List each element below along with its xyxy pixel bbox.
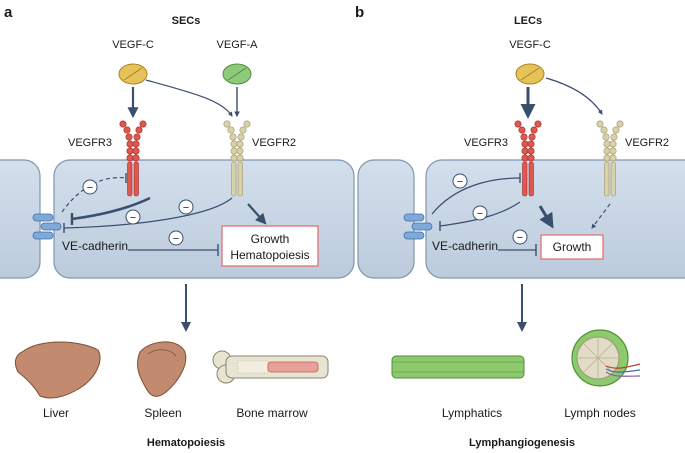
panel-b-letter: b bbox=[355, 4, 364, 21]
outcome-growth-a: Growth bbox=[251, 232, 290, 246]
ve-cadherin-junction-a bbox=[32, 213, 62, 240]
vegf-c-label-b: VEGF-C bbox=[509, 39, 551, 51]
vegfc-vegfr2-arrow-a bbox=[145, 79, 233, 117]
svg-text:−: − bbox=[477, 208, 483, 220]
vegfr2-growth-arrow-b bbox=[591, 203, 611, 229]
inhibition-badge: − bbox=[452, 173, 468, 189]
vegf-c-label-a: VEGF-C bbox=[112, 39, 154, 51]
vegfr2-receptor-b bbox=[596, 120, 624, 197]
inhibition-badge: − bbox=[125, 209, 141, 225]
inhibition-badge: − bbox=[178, 199, 194, 215]
svg-text:−: − bbox=[457, 176, 463, 188]
svg-text:−: − bbox=[130, 212, 136, 224]
lymphatics-label: Lymphatics bbox=[442, 406, 502, 420]
ve-cadherin-junction-b bbox=[403, 213, 433, 240]
panel-b: b LECs VEGF-C VEGFR3 bbox=[355, 4, 685, 449]
outcome-box-b bbox=[540, 234, 604, 260]
panel-a-footer: Hematopoiesis bbox=[147, 437, 225, 449]
vegfr2-growth-arrow-a bbox=[247, 203, 267, 225]
ve-cadherin-label-a: VE-cadherin bbox=[62, 239, 128, 253]
svg-text:−: − bbox=[517, 232, 523, 244]
lymph-node-icon bbox=[571, 329, 641, 387]
inhibition-lines-a bbox=[61, 173, 233, 256]
spleen-icon bbox=[137, 341, 187, 397]
vegf-a-ligand bbox=[222, 63, 252, 85]
vegfr3-receptor-b bbox=[514, 120, 542, 197]
svg-text:−: − bbox=[173, 233, 179, 245]
inhibition-badge: − bbox=[472, 205, 488, 221]
outcome-hematopoiesis-a: Hematopoiesis bbox=[230, 248, 309, 262]
panel-a-letter: a bbox=[4, 4, 13, 21]
vegf-c-ligand-a bbox=[118, 63, 148, 85]
inhibition-badge: − bbox=[512, 229, 528, 245]
svg-text:−: − bbox=[183, 202, 189, 214]
spleen-label: Spleen bbox=[144, 406, 181, 420]
inhibition-badges-a: − − − − bbox=[82, 179, 194, 246]
bone-marrow-label: Bone marrow bbox=[236, 406, 308, 420]
inhibition-badge: − bbox=[168, 230, 184, 246]
vegfr2-label-b: VEGFR2 bbox=[625, 137, 669, 149]
liver-label: Liver bbox=[43, 406, 69, 420]
inhibition-badges-b: − − − bbox=[452, 173, 528, 245]
panel-b-footer: Lymphangiogenesis bbox=[469, 437, 575, 449]
panel-a: a SECs VEGF-C VEGF-A bbox=[0, 4, 355, 449]
vegfr3-label-a: VEGFR3 bbox=[68, 137, 112, 149]
lymphatic-vessel-icon bbox=[391, 355, 525, 379]
lymph-nodes-label: Lymph nodes bbox=[564, 406, 636, 420]
vegfr2-label-a: VEGFR2 bbox=[252, 137, 296, 149]
outcome-box-a bbox=[221, 225, 319, 267]
liver-icon bbox=[14, 341, 101, 399]
outcome-growth-b: Growth bbox=[553, 240, 592, 254]
vegf-a-label: VEGF-A bbox=[217, 39, 259, 51]
vegfr3-label-b: VEGFR3 bbox=[464, 137, 508, 149]
vegfr3-growth-arrow-b bbox=[538, 205, 554, 229]
endothelial-cells-b bbox=[357, 159, 685, 279]
vegf-c-ligand-b bbox=[515, 63, 545, 85]
bone-marrow-icon bbox=[212, 350, 329, 384]
svg-text:−: − bbox=[87, 182, 93, 194]
inhibition-badge: − bbox=[82, 179, 98, 195]
vegfr3-receptor-a bbox=[119, 120, 147, 197]
panel-b-header: LECs bbox=[514, 15, 542, 27]
panel-a-header: SECs bbox=[172, 15, 201, 27]
ve-cadherin-label-b: VE-cadherin bbox=[432, 239, 498, 253]
vegfr2-receptor-a bbox=[223, 120, 251, 197]
vegfc-vegfr2-arrow-b bbox=[545, 77, 603, 115]
